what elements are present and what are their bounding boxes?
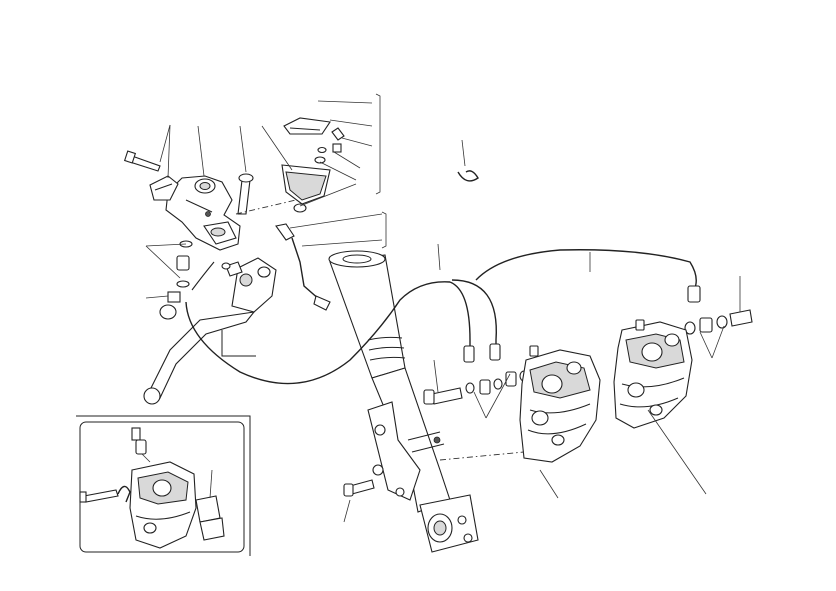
left-small-parts [159, 240, 231, 320]
brake-light-switch [275, 223, 331, 311]
left-caliper [439, 345, 601, 463]
fork-leg [328, 250, 479, 553]
banjo-fittings [343, 309, 753, 497]
leader-lines [145, 93, 741, 523]
brake-lever [143, 257, 277, 405]
right-caliper [613, 319, 693, 429]
brake-hose [185, 249, 701, 385]
hose-clip [457, 139, 479, 182]
caliper-detail-inset [76, 415, 251, 556]
master-cylinder [123, 150, 254, 251]
fluid-reservoir [235, 117, 345, 215]
